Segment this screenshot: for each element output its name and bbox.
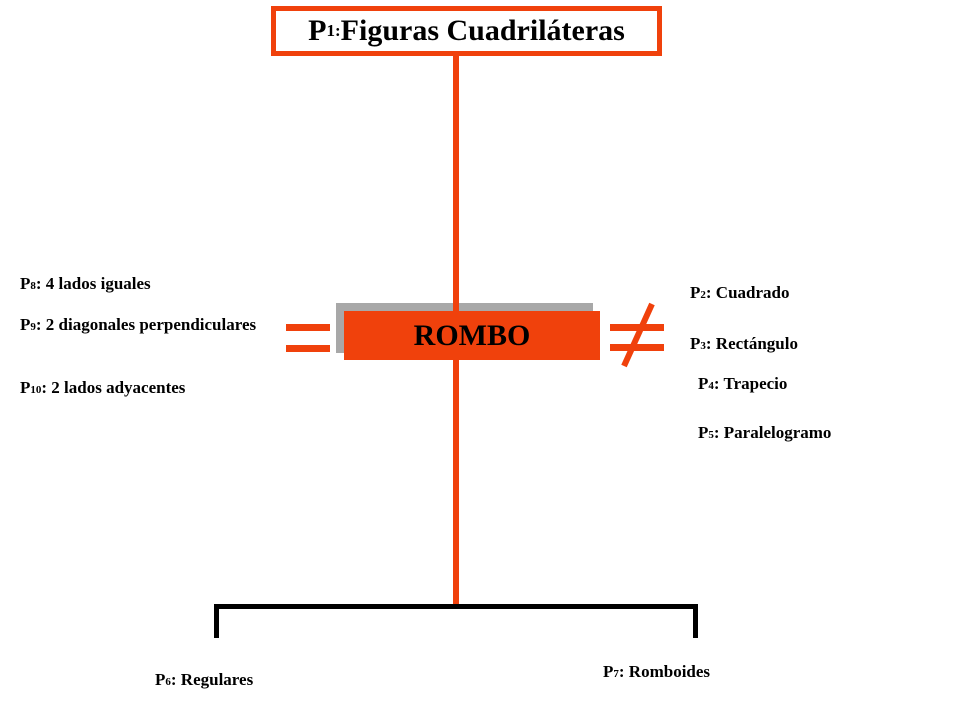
not-equal-symbol bbox=[610, 302, 664, 368]
trunk-line-mid bbox=[453, 303, 459, 311]
left-item-p8: P8: 4 lados iguales bbox=[20, 274, 151, 293]
title-subscript: 1: bbox=[326, 21, 341, 40]
bracket-horizontal bbox=[214, 604, 698, 609]
left-item-p9: P9: 2 diagonales perpendiculares bbox=[20, 315, 257, 334]
right-item-p2: P2: Cuadrado bbox=[690, 283, 790, 302]
title-text: Figuras Cuadriláteras bbox=[340, 14, 625, 47]
rombo-label: ROMBO bbox=[413, 318, 531, 352]
equal-symbol bbox=[286, 324, 330, 352]
right-item-p4: P4: Trapecio bbox=[698, 374, 788, 393]
trunk-line-upper bbox=[453, 56, 459, 306]
right-item-p5: P5: Paralelogramo bbox=[698, 423, 832, 442]
right-item-p3: P3: Rectángulo bbox=[690, 334, 798, 353]
bottom-item-p6: P6: Regulares bbox=[155, 670, 254, 689]
bottom-item-p7: P7: Romboides bbox=[603, 662, 711, 681]
bracket-right-leg bbox=[693, 604, 698, 638]
left-item-p10: P10: 2 lados adyacentes bbox=[20, 378, 186, 397]
title-prefix: P bbox=[308, 14, 327, 47]
trunk-line-lower bbox=[453, 358, 459, 606]
rombo-box: ROMBO bbox=[344, 311, 600, 360]
bracket-left-leg bbox=[214, 604, 219, 638]
